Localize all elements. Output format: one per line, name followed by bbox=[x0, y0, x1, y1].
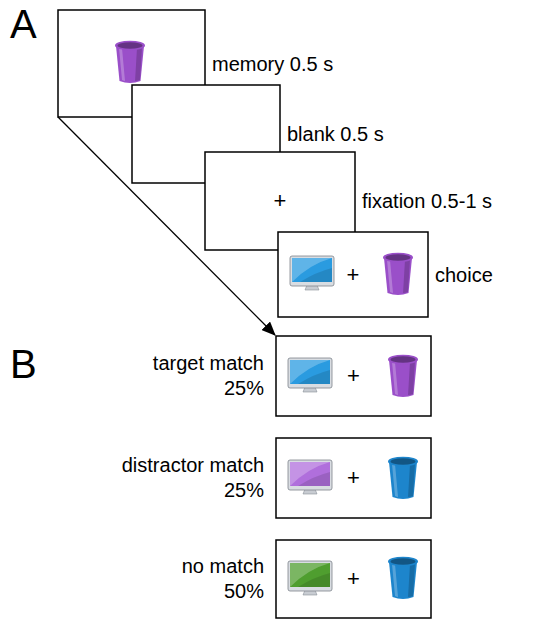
condition-frame bbox=[276, 438, 431, 518]
condition-frame bbox=[276, 336, 431, 416]
trash-icon bbox=[383, 253, 413, 295]
trash-icon bbox=[388, 355, 418, 397]
trial-frame: blank 0.5 s bbox=[132, 85, 280, 183]
trial-frame: memory 0.5 s bbox=[58, 10, 205, 117]
trial-frame: +fixation 0.5-1 s bbox=[205, 152, 355, 250]
fixation-cross: + bbox=[274, 187, 287, 215]
condition-frame bbox=[276, 540, 431, 618]
panel-letter: A bbox=[10, 4, 37, 44]
trash-icon bbox=[115, 41, 145, 83]
trial-frame: +choice bbox=[278, 232, 428, 317]
monitor-icon bbox=[288, 460, 332, 494]
fixation-cross: + bbox=[347, 261, 360, 289]
step-label: memory 0.5 s bbox=[212, 51, 333, 76]
condition-label: distractor match 25% bbox=[114, 453, 264, 503]
fixation-cross: + bbox=[347, 565, 360, 593]
monitor-icon bbox=[288, 358, 332, 392]
choice-frame bbox=[278, 232, 428, 317]
condition-label: target match 25% bbox=[114, 351, 264, 401]
sequence-arrow bbox=[58, 117, 275, 335]
fixation-cross: + bbox=[347, 362, 360, 390]
condition-label: no match 50% bbox=[154, 554, 264, 604]
panel-letter: B bbox=[10, 344, 37, 384]
trial-frame: target match 25%+ bbox=[276, 336, 431, 416]
trial-frame: no match 50%+ bbox=[276, 540, 431, 618]
monitor-icon bbox=[290, 256, 334, 290]
trial-frame: distractor match 25%+ bbox=[276, 438, 431, 518]
monitor-icon bbox=[288, 561, 332, 595]
step-label: fixation 0.5-1 s bbox=[362, 189, 492, 214]
trash-icon bbox=[388, 457, 418, 499]
step-label: choice bbox=[435, 262, 493, 287]
trash-icon bbox=[388, 557, 418, 599]
step-label: blank 0.5 s bbox=[287, 122, 384, 147]
fixation-cross: + bbox=[347, 464, 360, 492]
trial-frames bbox=[58, 10, 431, 618]
